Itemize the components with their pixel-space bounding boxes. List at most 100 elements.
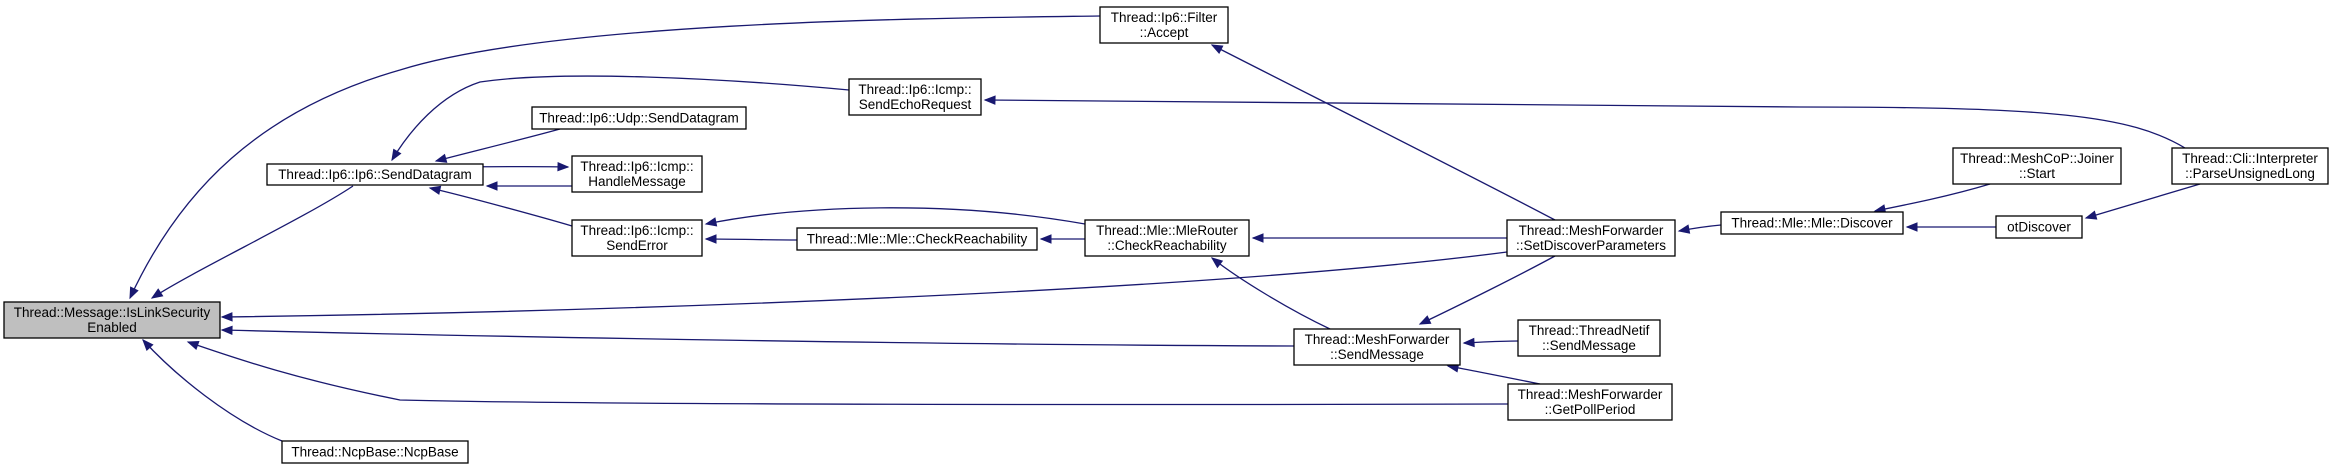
arrow-head-icon xyxy=(1677,224,1691,234)
node-threadnetif-send[interactable]: Thread::ThreadNetif::SendMessage xyxy=(1517,319,1661,357)
node-filter-accept[interactable]: Thread::Ip6::Filter::Accept xyxy=(1099,6,1229,44)
edge-mlerouter-check-reach-to-icmp-send-error xyxy=(704,207,1086,227)
node-box xyxy=(571,155,703,193)
edge-icmp-handle-message-to-ip6-send-datagram xyxy=(485,181,572,191)
edge-mf-send-message-to-is-link-security xyxy=(220,325,1295,347)
node-box xyxy=(1995,215,2083,239)
node-label: Thread::ThreadNetif xyxy=(1529,323,1650,338)
edge-line xyxy=(429,187,573,227)
edge-udp-send-datagram-to-ip6-send-datagram xyxy=(434,128,561,163)
node-box xyxy=(848,78,982,116)
node-label: Thread::Mle::Mle::CheckReachability xyxy=(807,232,1028,247)
arrow-head-icon xyxy=(129,286,139,300)
edge-mf-get-poll-to-is-link-security xyxy=(186,340,1509,406)
node-icmp-handle-message[interactable]: Thread::Ip6::Icmp::HandleMessage xyxy=(571,155,703,193)
node-label: otDiscover xyxy=(2007,220,2071,235)
node-joiner-start[interactable]: Thread::MeshCoP::Joiner::Start xyxy=(1952,147,2122,185)
node-label: Thread::Cli::Interpreter xyxy=(2182,151,2318,166)
node-udp-send-datagram[interactable]: Thread::Ip6::Udp::SendDatagram xyxy=(531,106,747,130)
arrow-head-icon xyxy=(1210,257,1224,269)
node-label: ::SendMessage xyxy=(1542,338,1636,353)
node-mle-check-reach[interactable]: Thread::Mle::Mle::CheckReachability xyxy=(796,227,1038,251)
arrow-head-icon xyxy=(557,161,570,172)
node-label: Thread::Ip6::Udp::SendDatagram xyxy=(539,111,739,126)
node-icmp-send-echo[interactable]: Thread::Ip6::Icmp::SendEchoRequest xyxy=(848,78,982,116)
edge-ncpbase-to-is-link-security xyxy=(142,339,283,442)
node-box xyxy=(531,106,747,130)
arrow-head-icon xyxy=(1462,337,1475,348)
node-label: Thread::Ip6::Icmp:: xyxy=(580,159,693,174)
nodes-layer: Thread::Message::IsLinkSecurityEnabledTh… xyxy=(3,6,2329,464)
node-label: Thread::Ip6::Icmp:: xyxy=(580,223,693,238)
arrow-head-icon xyxy=(1418,315,1432,325)
node-ip6-send-datagram[interactable]: Thread::Ip6::Ip6::SendDatagram xyxy=(266,163,484,186)
edge-mlerouter-check-reach-to-mle-check-reach xyxy=(1039,234,1085,244)
edge-mf-set-discover-to-filter-accept xyxy=(1210,44,1556,221)
edge-mf-set-discover-to-mlerouter-check-reach xyxy=(1251,233,1507,243)
node-label: Thread::Mle::MleRouter xyxy=(1096,223,1238,238)
node-box xyxy=(281,440,469,464)
node-label: Thread::Message::IsLinkSecurity xyxy=(14,305,211,320)
node-label: ::Start xyxy=(2019,166,2055,181)
node-box xyxy=(1952,147,2122,185)
node-box xyxy=(266,163,484,186)
node-mf-get-poll[interactable]: Thread::MeshForwarder::GetPollPeriod xyxy=(1507,383,1673,421)
node-ot-discover[interactable]: otDiscover xyxy=(1995,215,2083,239)
edge-line xyxy=(129,15,1101,299)
edge-filter-accept-to-is-link-security xyxy=(129,15,1101,300)
node-box xyxy=(796,227,1038,251)
edge-line xyxy=(1211,44,1556,221)
node-label: Thread::MeshCoP::Joiner xyxy=(1960,151,2114,166)
node-box xyxy=(571,219,703,257)
node-box xyxy=(1099,6,1229,44)
node-box xyxy=(1506,219,1676,257)
node-box xyxy=(3,301,221,339)
node-label: Thread::MeshForwarder xyxy=(1519,223,1664,238)
arrow-head-icon xyxy=(434,153,448,163)
node-label: SendError xyxy=(606,238,668,253)
node-label: SendEchoRequest xyxy=(859,97,972,112)
arrow-head-icon xyxy=(704,234,717,244)
edge-line xyxy=(2085,183,2201,219)
node-mf-set-discover[interactable]: Thread::MeshForwarder::SetDiscoverParame… xyxy=(1506,219,1676,257)
node-box xyxy=(1293,328,1461,366)
node-box xyxy=(1507,383,1673,421)
node-label: ::SendMessage xyxy=(1330,347,1424,362)
node-label: HandleMessage xyxy=(588,174,686,189)
arrow-head-icon xyxy=(186,340,200,350)
edge-mle-discover-to-mf-set-discover xyxy=(1677,224,1722,234)
edge-line xyxy=(391,75,850,161)
edge-line xyxy=(1874,183,1991,212)
edge-line xyxy=(1211,257,1331,330)
edge-icmp-send-error-to-ip6-send-datagram xyxy=(428,185,573,227)
arrow-head-icon xyxy=(1210,44,1224,54)
node-label: Thread::Mle::Mle::Discover xyxy=(1731,216,1893,231)
arrow-head-icon xyxy=(485,181,498,191)
node-mf-send-message[interactable]: Thread::MeshForwarder::SendMessage xyxy=(1293,328,1461,366)
node-label: Thread::Ip6::Ip6::SendDatagram xyxy=(278,167,472,182)
edge-threadnetif-send-to-mf-send-message xyxy=(1462,337,1519,348)
node-cli-parse[interactable]: Thread::Cli::Interpreter::ParseUnsignedL… xyxy=(2171,147,2329,185)
arrow-head-icon xyxy=(1251,233,1264,243)
edge-line xyxy=(1447,365,1541,385)
arrow-head-icon xyxy=(704,217,718,227)
edge-line xyxy=(435,128,561,162)
edge-mf-get-poll-to-mf-send-message xyxy=(1446,363,1541,385)
node-mle-discover[interactable]: Thread::Mle::Mle::Discover xyxy=(1720,211,1904,235)
node-icmp-send-error[interactable]: Thread::Ip6::Icmp::SendError xyxy=(571,219,703,257)
edge-mle-check-reach-to-icmp-send-error xyxy=(704,234,798,244)
edge-line xyxy=(705,238,798,241)
edge-line xyxy=(142,339,283,442)
edge-line xyxy=(151,185,354,299)
edge-joiner-start-to-mle-discover xyxy=(1873,183,1991,214)
node-label: ::ParseUnsignedLong xyxy=(2185,166,2315,181)
node-box xyxy=(2171,147,2329,185)
node-ncpbase[interactable]: Thread::NcpBase::NcpBase xyxy=(281,440,469,464)
node-label: Enabled xyxy=(87,320,137,335)
node-mlerouter-check-reach[interactable]: Thread::Mle::MleRouter::CheckReachabilit… xyxy=(1084,219,1250,257)
node-box xyxy=(1720,211,1904,235)
edge-cli-parse-to-ot-discover xyxy=(2084,183,2201,220)
edge-line xyxy=(221,329,1295,347)
